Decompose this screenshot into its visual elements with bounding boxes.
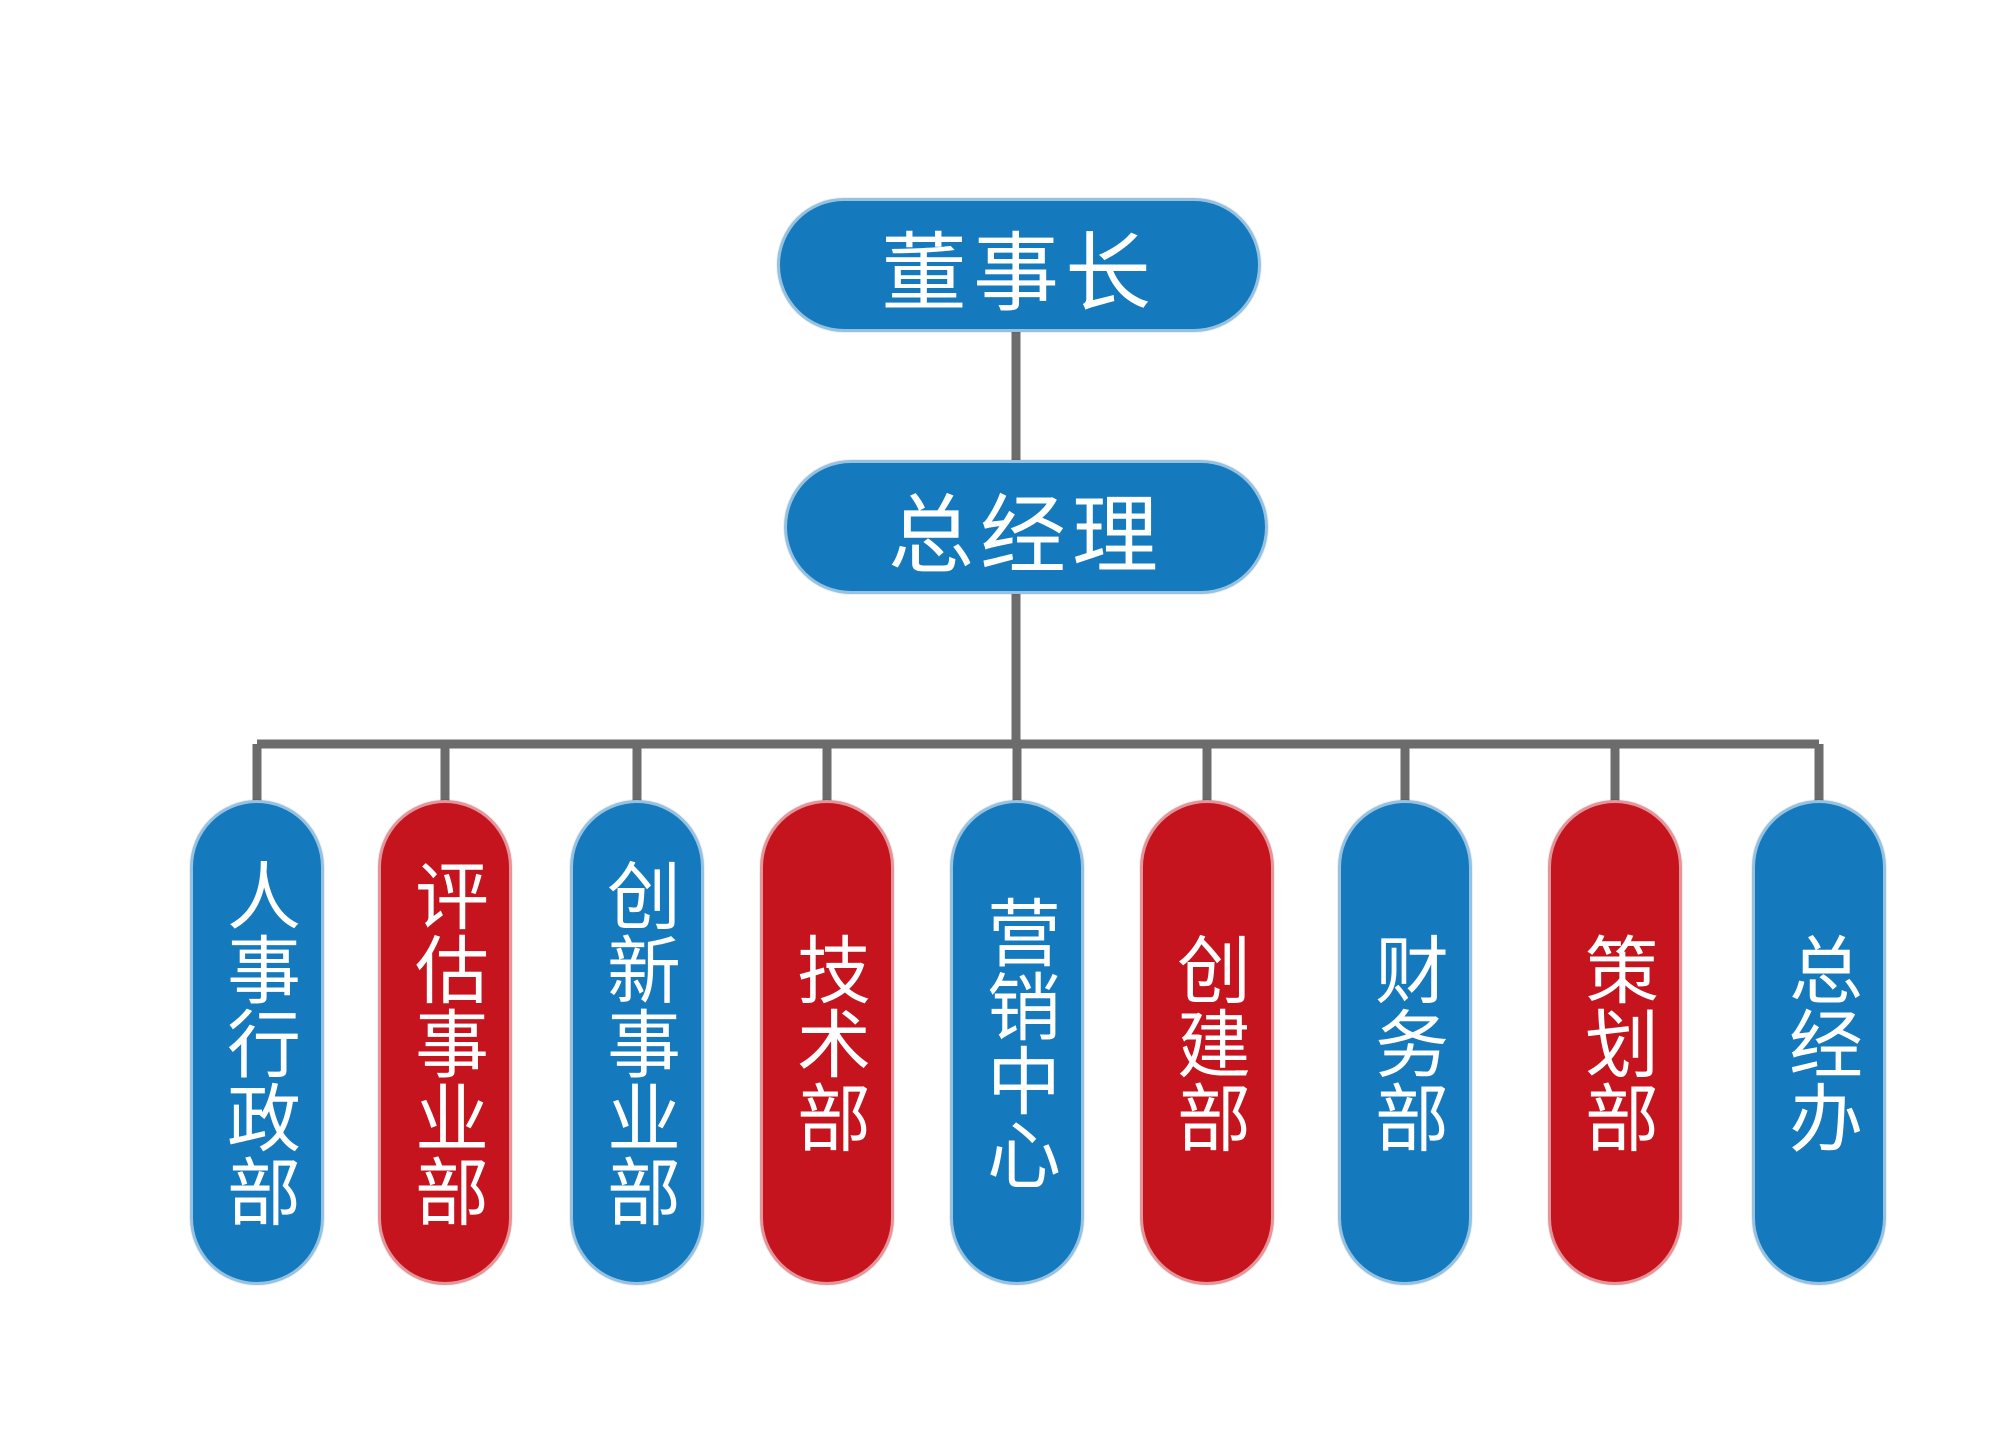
department-node-construction: 创建部	[1140, 800, 1274, 1285]
department-node-technology: 技术部	[760, 800, 894, 1285]
department-node-hr-admin: 人事行政部	[190, 800, 324, 1285]
department-node-finance: 财务部	[1338, 800, 1472, 1285]
chairman-node: 董事长	[777, 198, 1261, 332]
department-node-evaluation: 评估事业部	[378, 800, 512, 1285]
department-node-innovation: 创新事业部	[570, 800, 704, 1285]
department-node-planning: 策划部	[1548, 800, 1682, 1285]
department-node-marketing: 营销中心	[950, 800, 1084, 1285]
general-manager-node: 总经理	[784, 460, 1268, 594]
department-node-gm-office: 总经办	[1752, 800, 1886, 1285]
